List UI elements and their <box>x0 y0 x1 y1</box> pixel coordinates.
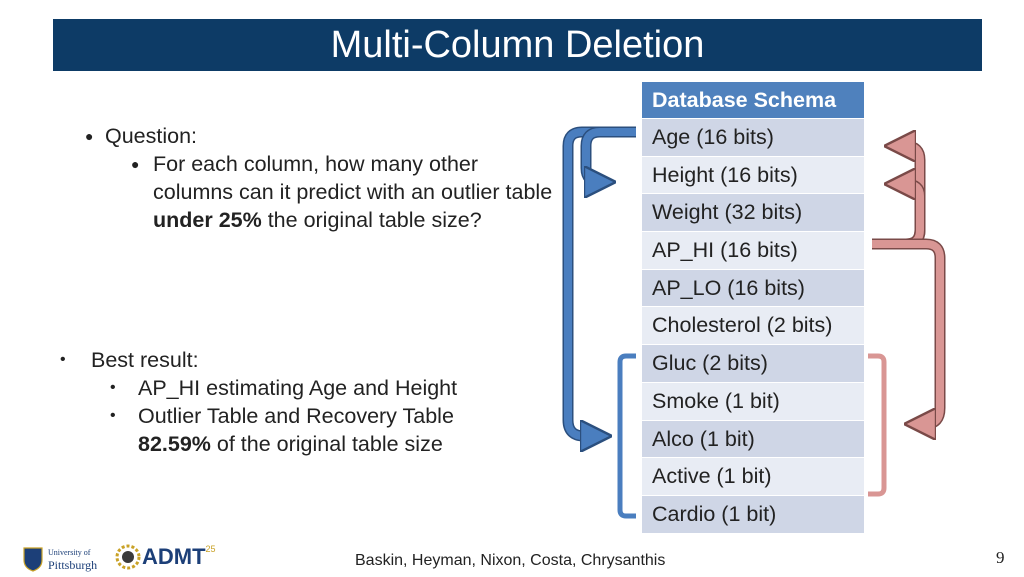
blue-bracket <box>617 353 636 519</box>
percentage-rest: of the original table size <box>210 432 443 456</box>
logo-pitt-line2: Pittsburgh <box>48 558 98 572</box>
red-arrow-1 <box>872 140 926 250</box>
schema-row: Gluc (2 bits) <box>642 344 864 382</box>
bullet-icon: • <box>60 351 66 368</box>
bullet-icon: • <box>110 379 116 396</box>
gear-icon <box>115 544 141 570</box>
schema-header: Database Schema <box>642 82 864 118</box>
percentage-bold: 82.59% <box>138 432 211 456</box>
question-text-part: For each column, how many other columns … <box>153 152 553 204</box>
page-number: 9 <box>996 548 1005 567</box>
question-text-part: the original table size? <box>261 208 482 232</box>
schema-row: Active (1 bit) <box>642 457 864 495</box>
red-arrow-2 <box>872 178 926 250</box>
schema-row: Height (16 bits) <box>642 155 864 194</box>
admt-logo: ADMT 25 <box>115 544 216 570</box>
schema-rows: Age (16 bits)Height (16 bits)Weight (32 … <box>642 118 864 533</box>
bullet-icon: ● <box>131 156 140 172</box>
slide-title: Multi-Column Deletion <box>53 19 982 71</box>
shield-icon <box>23 547 43 572</box>
logo-admt-text: ADMT <box>142 544 206 569</box>
blue-arrow-short <box>580 126 636 188</box>
question-text: For each column, how many other columns … <box>153 150 553 234</box>
schema-row: Age (16 bits) <box>642 118 864 156</box>
logo-pitt-line1: University of <box>48 548 91 557</box>
footer-authors: Baskin, Heyman, Nixon, Costa, Chrysanthi… <box>355 552 666 569</box>
blue-arrow-long <box>562 126 636 442</box>
schema-row: Alco (1 bit) <box>642 419 864 458</box>
bullet-icon: ● <box>85 128 94 144</box>
schema-row: Cardio (1 bit) <box>642 494 864 533</box>
best-result-item-2: Outlier Table and Recovery Table <box>138 404 454 428</box>
best-result-label: Best result: <box>91 348 199 372</box>
best-result-item-2-cont: 82.59% of the original table size <box>138 430 443 458</box>
logo-admt-sup: 25 <box>205 544 216 554</box>
question-label: Question: <box>105 124 198 148</box>
database-schema-table: Database Schema Age (16 bits)Height (16 … <box>642 82 864 533</box>
schema-row: Weight (32 bits) <box>642 193 864 232</box>
schema-row: AP_HI (16 bits) <box>642 231 864 269</box>
schema-row: AP_LO (16 bits) <box>642 268 864 307</box>
bullet-icon: • <box>110 407 116 424</box>
schema-row: Cholesterol (2 bits) <box>642 306 864 345</box>
best-result-item-1: AP_HI estimating Age and Height <box>138 376 458 400</box>
university-of-pittsburgh-logo: University of Pittsburgh <box>22 546 97 572</box>
red-bracket <box>868 353 887 497</box>
question-text-bold: under 25% <box>153 208 262 232</box>
schema-row: Smoke (1 bit) <box>642 381 864 420</box>
